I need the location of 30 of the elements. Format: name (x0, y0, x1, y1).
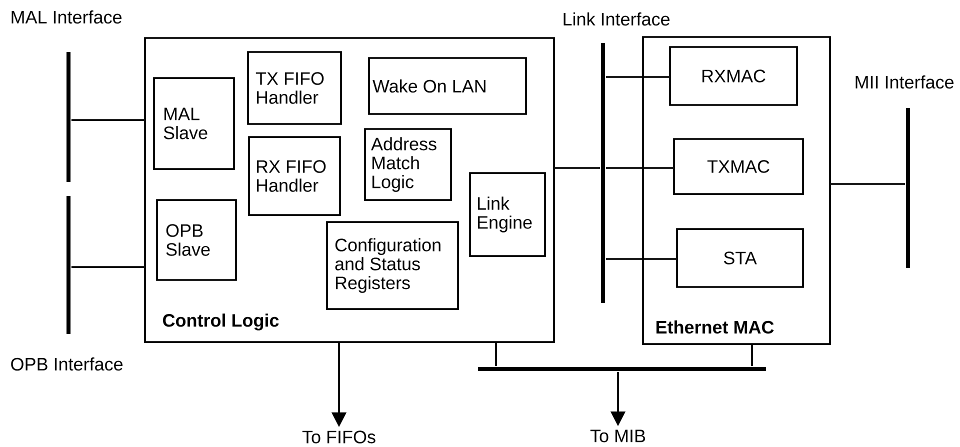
module-box: MAL Slave (153, 77, 235, 170)
connector-line (830, 183, 906, 185)
connector-line (554, 167, 600, 169)
module-box: RX FIFO Handler (248, 136, 341, 216)
bus-bar (478, 367, 766, 371)
module-box: OPB Slave (156, 199, 237, 281)
module-box: TXMAC (673, 138, 804, 195)
module-box: TX FIFO Handler (247, 51, 342, 125)
bus-bar: MAL Interface (12, 10, 122, 182)
module-box: STA (676, 228, 804, 288)
node-label: MII Interface (856, 75, 954, 89)
connector-line (606, 258, 676, 260)
module-box: Link Engine (469, 172, 546, 257)
module-box: RXMAC (669, 46, 798, 106)
bus-bar: OPB Interface (11, 196, 123, 371)
connector-line (71, 266, 144, 268)
node-label: Link Interface (564, 12, 670, 26)
node-label: OPB Interface (11, 357, 123, 371)
connector-line (495, 342, 497, 366)
connector-line (606, 76, 670, 78)
connector-line (606, 167, 674, 169)
module-box: Configuration and Status Registers (326, 221, 459, 310)
bus-bar: MII Interface (856, 75, 954, 268)
node-label: MAL Interface (12, 10, 122, 24)
module-box: Address Match Logic (364, 128, 452, 201)
output-label: To MIB (590, 430, 646, 442)
output-label: To FIFOs (302, 430, 376, 444)
connector-line (751, 344, 753, 366)
connector-line (71, 119, 144, 121)
module-box: Wake On LAN (368, 57, 527, 115)
